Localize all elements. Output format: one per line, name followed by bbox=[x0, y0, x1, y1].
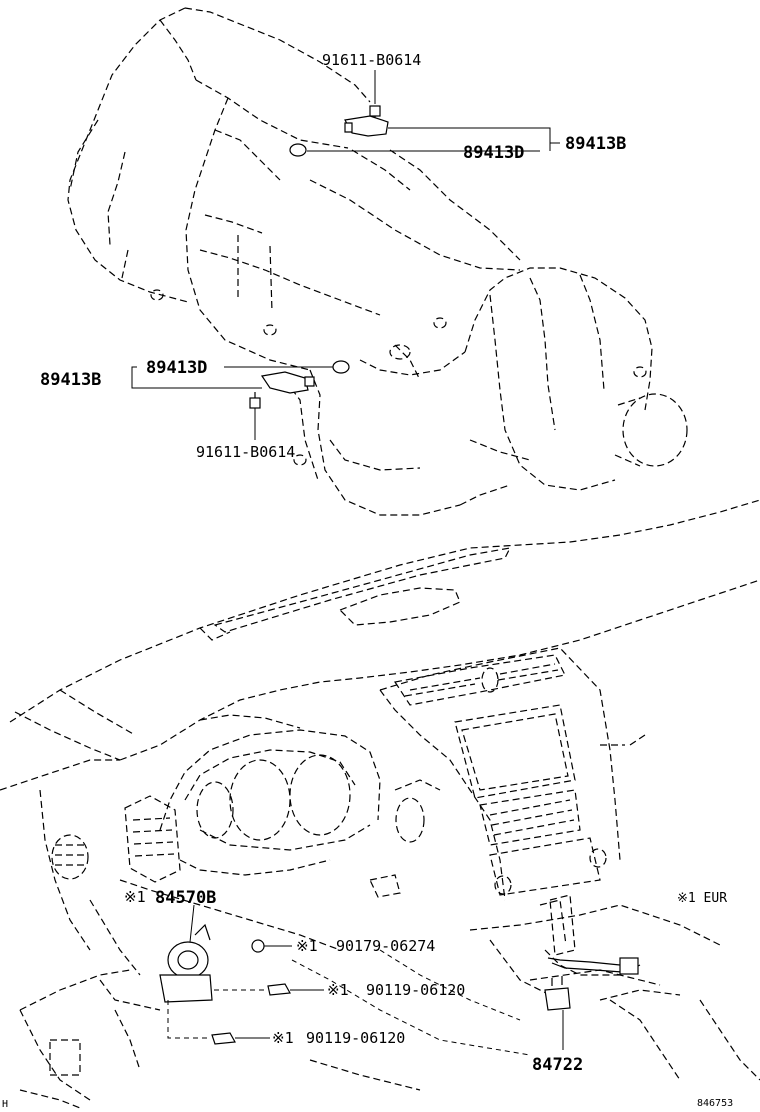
label-top-gasket: 89413D bbox=[463, 143, 524, 163]
upper-leaders bbox=[307, 70, 560, 152]
label-clip-part: 90179-06274 bbox=[336, 937, 435, 955]
middle-leaders bbox=[131, 366, 333, 440]
label-mid-gasket: 89413D bbox=[146, 358, 207, 378]
label-screw1-mark: ※1 bbox=[327, 981, 349, 999]
label-screw1-part: 90119-06120 bbox=[366, 981, 465, 999]
legend-eur: ※1 EUR bbox=[677, 891, 727, 906]
label-switch-part: 84570B bbox=[155, 888, 216, 908]
switch-assembly-part bbox=[159, 923, 291, 1045]
label-mid-bolt: 91611-B0614 bbox=[196, 443, 295, 461]
transmission-illustration bbox=[67, 7, 688, 516]
upper-speed-sensor bbox=[289, 105, 389, 157]
corner-mark: H bbox=[2, 1099, 8, 1110]
lower-leaders bbox=[167, 904, 564, 1056]
part-number-labels: 91611-B0614 89413B 89413D 89413D 89413B … bbox=[2, 51, 733, 1110]
label-top-bolt: 91611-B0614 bbox=[322, 51, 421, 69]
label-screw2-mark: ※1 bbox=[272, 1029, 294, 1047]
label-switch-mark: ※1 bbox=[124, 888, 146, 906]
label-mid-sensor: 89413B bbox=[40, 370, 101, 390]
dashboard-illustration bbox=[0, 499, 760, 1109]
label-shift-switch: 84722 bbox=[532, 1055, 583, 1075]
label-top-sensor: 89413B bbox=[565, 134, 626, 154]
label-screw2-part: 90119-06120 bbox=[306, 1029, 405, 1047]
shift-switch-part bbox=[544, 976, 571, 1011]
figure-code: 846753 bbox=[697, 1098, 733, 1109]
label-clip-mark: ※1 bbox=[296, 937, 318, 955]
middle-speed-sensor bbox=[249, 360, 350, 409]
